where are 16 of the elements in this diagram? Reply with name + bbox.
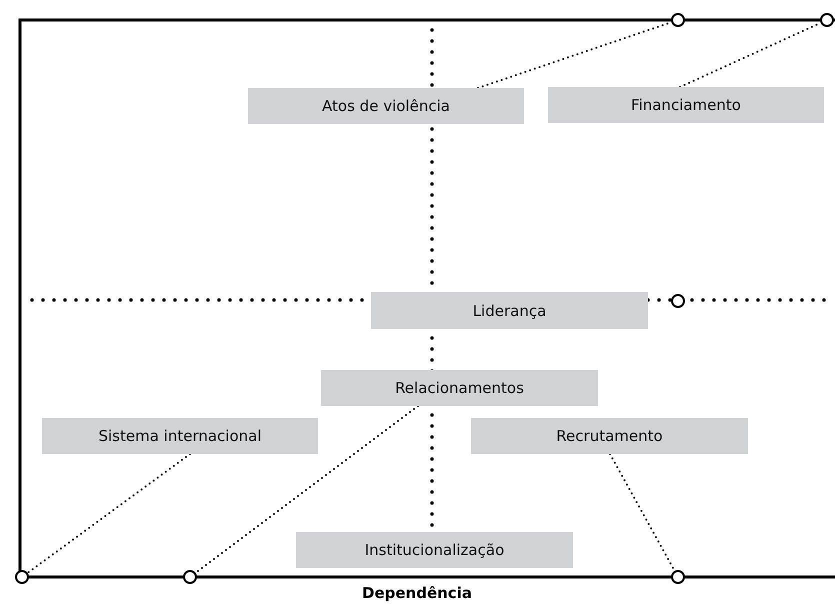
- circle-marker: [671, 570, 685, 584]
- circle-marker: [671, 294, 685, 308]
- circle-marker: [820, 13, 834, 27]
- label-box: Relacionamentos: [321, 370, 598, 406]
- circle-marker: [671, 13, 685, 27]
- label-box: Liderança: [371, 292, 648, 329]
- label-box: Recrutamento: [471, 418, 748, 454]
- leader-line: [194, 405, 419, 574]
- label-box: Institucionalização: [296, 532, 573, 568]
- label-box: Sistema internacional: [42, 418, 318, 454]
- circle-marker: [15, 570, 29, 584]
- label-box: Financiamento: [548, 87, 824, 123]
- leader-line: [26, 453, 191, 574]
- circle-marker: [183, 570, 197, 584]
- axis-label: Dependência: [362, 584, 472, 602]
- label-box: Atos de violência: [248, 88, 524, 124]
